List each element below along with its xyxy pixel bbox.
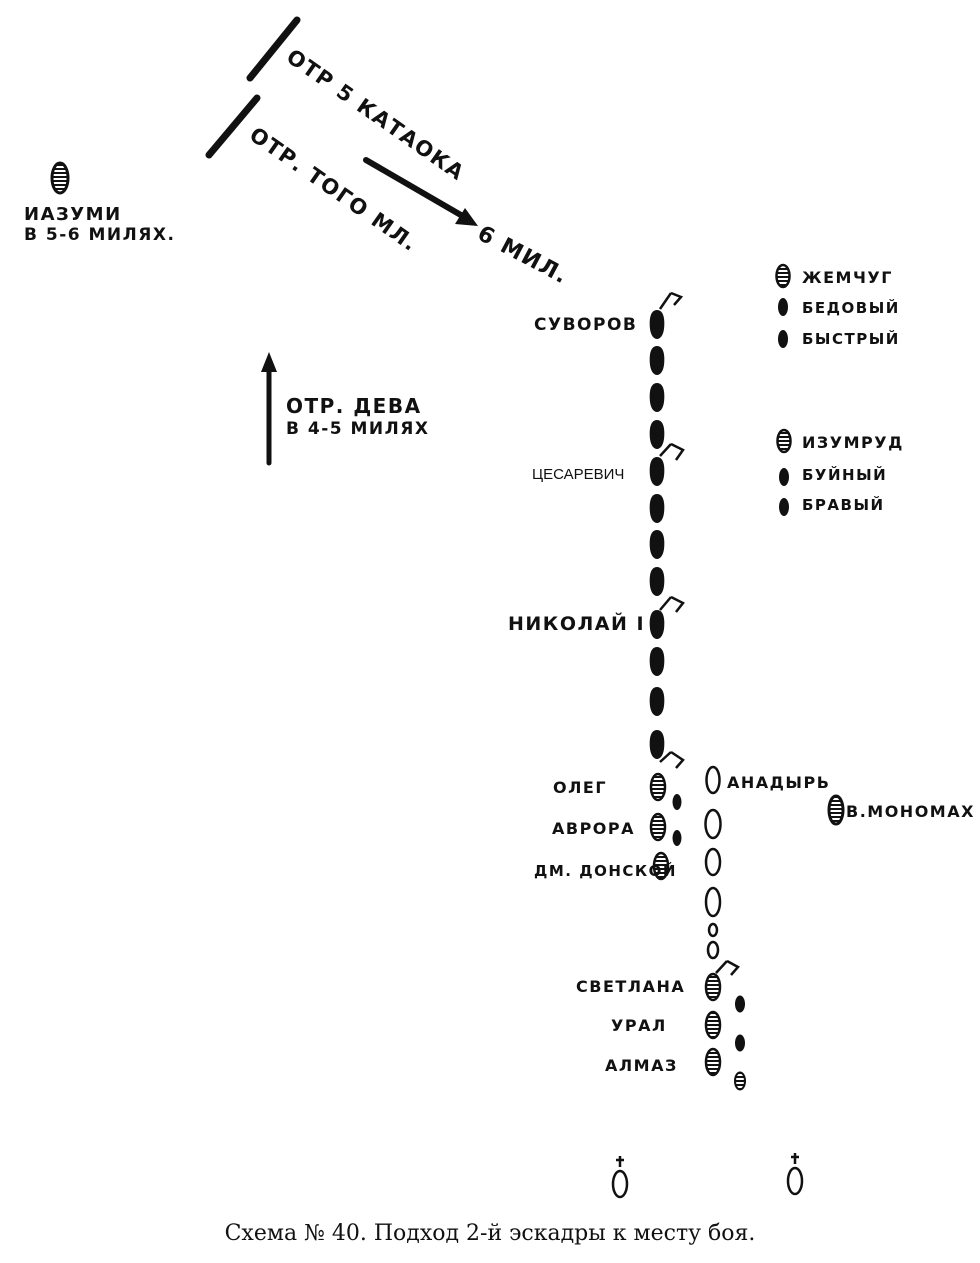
ship-icon [649, 530, 665, 559]
hospital-ship-icon [611, 1169, 629, 1199]
nikolai-label: НИКОЛАЙ I [508, 612, 645, 635]
arrow-shaft [363, 157, 469, 221]
izumi-distance: В 5-6 МИЛЯХ. [24, 225, 175, 245]
ship-icon-monomakh [827, 794, 845, 826]
ship-icon-tsesarevich [649, 457, 665, 486]
ship-icon [649, 730, 665, 759]
ship-icon [649, 383, 665, 412]
battleship-column: СУВОРОВ ЦЕСАРЕВИЧ НИКОЛАЙ I [508, 291, 685, 769]
escort-icon [734, 1071, 746, 1091]
ship-icon [649, 420, 665, 449]
deva-group: ОТР. ДЕВА В 4-5 МИЛЯХ [261, 352, 429, 466]
ship-icon-bystry [778, 330, 788, 348]
figure-caption: Схема № 40. Подход 2-й эскадры к месту б… [225, 1221, 756, 1246]
oleg-label: ОЛЕГ [553, 778, 607, 797]
izumi-ship-icon [50, 161, 70, 195]
izumrud-label: ИЗУМРУД [802, 433, 904, 452]
destroyer-group-1: ЖЕМЧУГ БЕДОВЫЙ БЫСТРЫЙ [775, 263, 900, 348]
arrow-head [455, 208, 478, 226]
hospital-ship-icon [786, 1166, 804, 1196]
escort-icon [672, 794, 682, 810]
distance-label: 6 МИЛ. [473, 221, 572, 290]
transport-icon [704, 886, 722, 918]
avrora-label: АВРОРА [552, 819, 635, 838]
ship-icon [649, 346, 665, 375]
ship-icon-izumrud [776, 428, 792, 454]
ship-icon-donskoi [652, 851, 670, 881]
ship-icon [649, 494, 665, 523]
flag-icon [715, 959, 740, 976]
tsesarevich-label: ЦЕСАРЕВИЧ [532, 466, 624, 483]
transport-icon [706, 940, 720, 960]
hospital-ships [611, 1153, 804, 1199]
ship-icon-nikolai [649, 610, 665, 639]
katoka-line [246, 16, 301, 82]
flag-icon [659, 595, 685, 613]
ship-icon [649, 567, 665, 596]
ship-icon-avrora [649, 812, 667, 842]
bystry-label: БЫСТРЫЙ [802, 329, 900, 348]
monomakh-label: В.МОНОМАХ [846, 802, 975, 821]
zhemchug-label: ЖЕМЧУГ [802, 268, 893, 287]
cross-icon [791, 1153, 799, 1164]
escort-icon [735, 1034, 745, 1052]
ship-icon-svetlana [704, 972, 722, 1002]
togo-line [205, 94, 261, 159]
monomakh-group: В.МОНОМАХ [827, 794, 975, 826]
izumi-name: ИАЗУМИ [24, 204, 122, 225]
cross-icon [616, 1156, 624, 1167]
escort-icon [735, 995, 745, 1013]
transport-column [704, 765, 722, 960]
transport-icon [704, 847, 722, 877]
donskoi-label: ДМ. ДОНСКОЙ [534, 861, 677, 880]
izumi-group: ИАЗУМИ В 5-6 МИЛЯХ. [24, 161, 175, 245]
ship-icon-oleg [649, 772, 667, 802]
deva-name: ОТР. ДЕВА [286, 394, 422, 418]
destroyer-group-2: ИЗУМРУД БУЙНЫЙ БРАВЫЙ [776, 428, 904, 516]
deva-distance: В 4-5 МИЛЯХ [286, 419, 429, 439]
escort-icon [672, 830, 682, 846]
bravy-label: БРАВЫЙ [802, 495, 885, 514]
ship-icon-zhemchug [775, 263, 791, 289]
anadyr-label: АНАДЫРЬ [727, 773, 830, 792]
ship-icon-anadyr [705, 765, 721, 795]
ship-icon-ural [704, 1010, 722, 1040]
almaz-label: АЛМАЗ [605, 1056, 678, 1075]
flag-icon [659, 750, 685, 769]
ship-icon-buiny [779, 468, 789, 486]
ship-icon-bravy [779, 498, 789, 516]
ship-icon-suvorov [649, 310, 665, 339]
bedovy-label: БЕДОВЫЙ [802, 298, 900, 317]
flag-icon [659, 442, 685, 461]
transport-icon [704, 808, 722, 840]
cruiser-group: ОЛЕГ АВРОРА ДМ. ДОНСКОЙ [534, 772, 682, 881]
deva-arrow-head [261, 352, 277, 372]
buiny-label: БУЙНЫЙ [802, 465, 887, 484]
flag-icon [658, 291, 684, 310]
ship-icon [649, 647, 665, 676]
transport-icon [707, 922, 719, 938]
svetlana-label: СВЕТЛАНА [576, 977, 685, 996]
ship-icon [649, 687, 665, 716]
rear-cruiser-group: СВЕТЛАНА УРАЛ АЛМАЗ [576, 959, 746, 1091]
ship-icon-almaz [704, 1047, 722, 1077]
ural-label: УРАЛ [611, 1016, 667, 1035]
suvorov-label: СУВОРОВ [534, 315, 637, 335]
ship-icon-bedovy [778, 298, 788, 316]
